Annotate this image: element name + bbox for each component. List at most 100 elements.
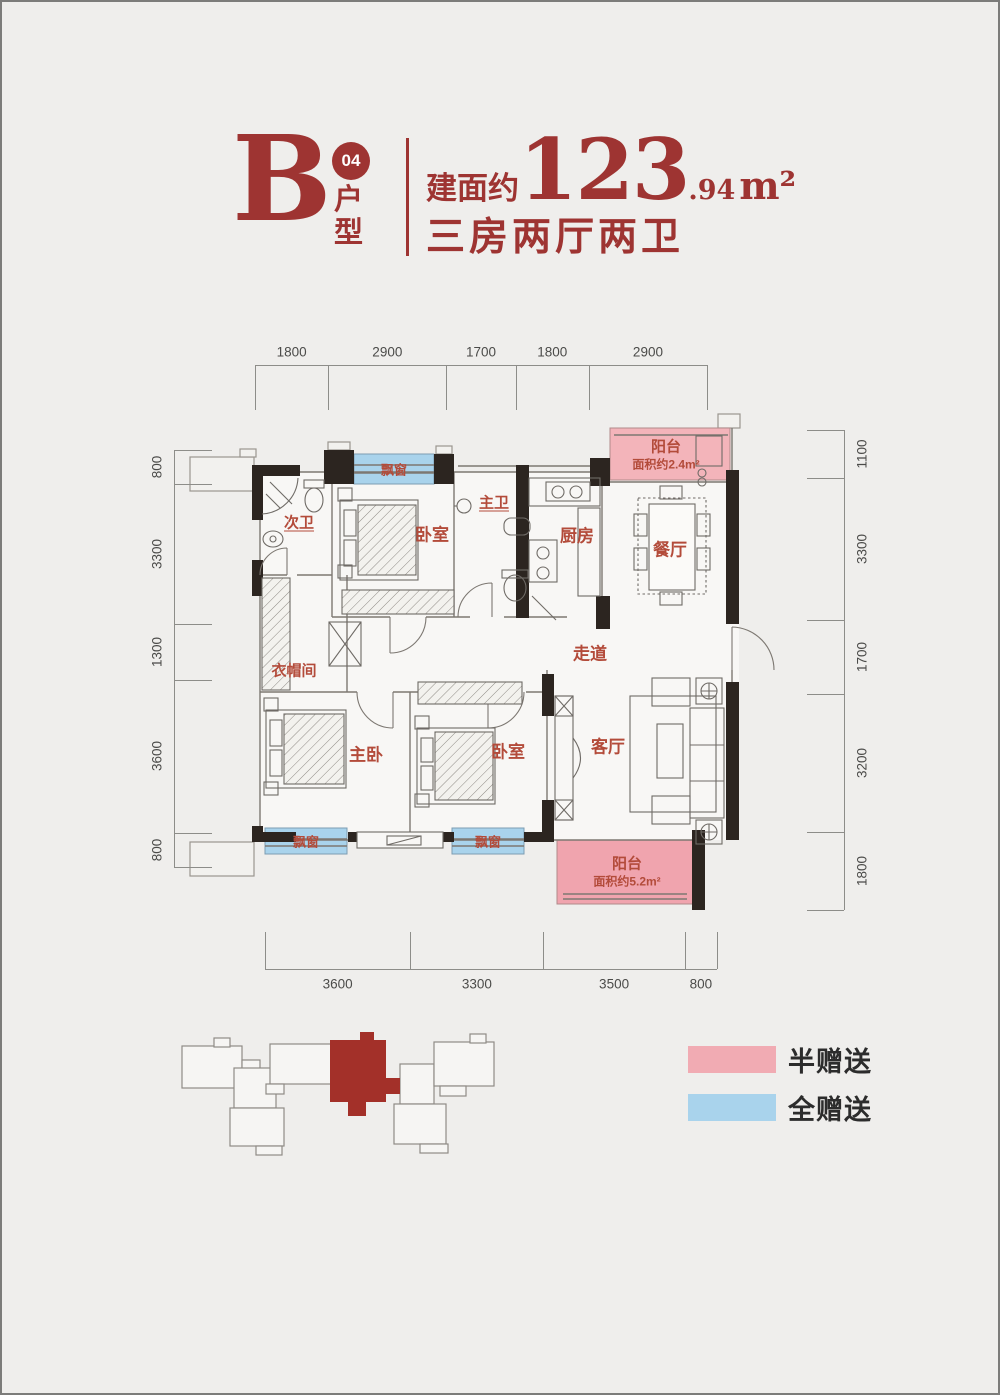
dimension-label: 1700 [465,344,497,360]
closet [341,589,455,615]
secondary-bath-fixtures [261,477,325,548]
furniture [261,435,725,849]
door-arcs [259,547,775,729]
dimension-label: 3600 [322,976,353,992]
dimension-label: 1800 [537,344,568,360]
unit-number-badge: 04 [332,142,370,180]
dimension-label: 800 [149,838,165,862]
room-label-bedroom2: 卧室 [491,742,525,762]
room-label-master-bath: 主卫 [478,494,510,512]
room-label-master-bedroom: 主卧 [349,745,383,765]
room-label-secondary-bath: 次卫 [283,514,315,532]
dimension-line [174,679,212,681]
dimension-line [844,430,845,910]
dining-set [633,485,711,606]
bay-window-label-top: 飘窗 [380,462,408,478]
tv-cabinet [554,695,582,821]
dimension-line [807,832,844,834]
dimension-label: 800 [689,976,713,992]
dimension-line [807,620,844,622]
area-decimal: .94 [688,175,736,206]
layout-description: 三房两厅两卫 [426,216,685,259]
dimension-line [707,365,708,410]
header: B 04 户型 建面约 123 .94 m² 三房两厅两卫 [232,120,796,274]
floorplan-drawing [189,413,775,910]
room-label-bedroom-top: 卧室 [415,525,449,545]
dimension-label: 3500 [599,976,630,992]
dimension-line [255,365,707,366]
closet-2 [417,681,523,705]
dimension-label: 3200 [854,747,870,778]
dimension-label: 1300 [149,637,165,668]
dimension-line [328,365,330,410]
washing-machine [695,435,723,487]
shaft [328,621,362,667]
dimension-line [807,910,844,911]
dimension-line [684,932,686,969]
legend-swatch-full-gift [688,1094,776,1121]
dimension-label: 1700 [854,641,870,673]
dimension-label: 3600 [149,741,165,772]
sofa-set [629,677,725,845]
dimension-line [174,484,212,486]
unit-type-label: 户型 [334,184,364,249]
bay-window-top-zone [353,453,435,485]
balcony-bottom-area: 面积约5.2m² [593,874,661,889]
dimension-label: 1800 [276,344,307,360]
walls-thick [252,450,739,910]
legend-label-half-gift: 半赠送 [788,1047,872,1077]
bay-window-label-bottom-left: 飘窗 [292,834,320,850]
room-label-dining: 餐厅 [653,540,687,560]
dimension-line [174,832,212,834]
dimension-line [717,932,718,969]
dimension-label: 3300 [461,976,492,992]
dimension-line [174,867,212,868]
master-bath-fixtures [454,498,531,602]
room-label-cloakroom: 衣帽间 [271,662,317,680]
dimension-line [807,693,844,695]
dimension-label: 800 [149,455,165,479]
dimension-line [174,624,212,626]
keyplan-highlighted-unit [330,1032,400,1116]
dimension-label: 2900 [372,344,403,360]
balcony-bottom-label: 阳台 [611,855,643,873]
balcony-top-label: 阳台 [650,438,682,456]
kitchen-fixtures [528,477,601,621]
dimension-line [588,365,590,410]
area-value: 123 [519,120,690,219]
dimension-label: 3300 [854,533,870,564]
bed-master [263,697,347,796]
bed-2 [414,715,496,808]
balcony-top-zone [609,427,731,481]
legend-row-half-gift: 半赠送 [688,1040,872,1079]
dimension-line [807,477,844,479]
dimension-line [265,932,266,969]
room-label-kitchen: 厨房 [560,526,594,546]
dimension-line [807,430,844,431]
dimension-label: 2900 [632,344,663,360]
dimension-line [543,932,545,969]
unit-type-letter: B [232,109,332,248]
dimension-line [446,365,448,410]
dimension-label: 3300 [149,539,165,570]
area-line: 建面约 123 .94 m² [426,128,796,212]
dimension-line [515,365,517,410]
dimension-label: 1100 [854,439,870,469]
dimension-line [265,969,717,970]
cloakroom-closet [261,577,291,691]
room-label-corridor: 走道 [573,644,607,664]
dimension-line [255,365,256,410]
dimension-line [174,450,175,867]
bay-window-label-bottom-right: 飘窗 [474,834,502,850]
bed-top [337,487,419,581]
area-unit: m² [739,163,797,208]
dimension-label: 1800 [854,856,870,887]
legend: 半赠送 全赠送 [688,1040,872,1136]
bottom-center-window [356,831,444,849]
dimension-line [174,450,212,451]
area-prefix: 建面约 [426,171,519,206]
building-key-plan [181,1032,495,1156]
dimension-line [410,932,412,969]
